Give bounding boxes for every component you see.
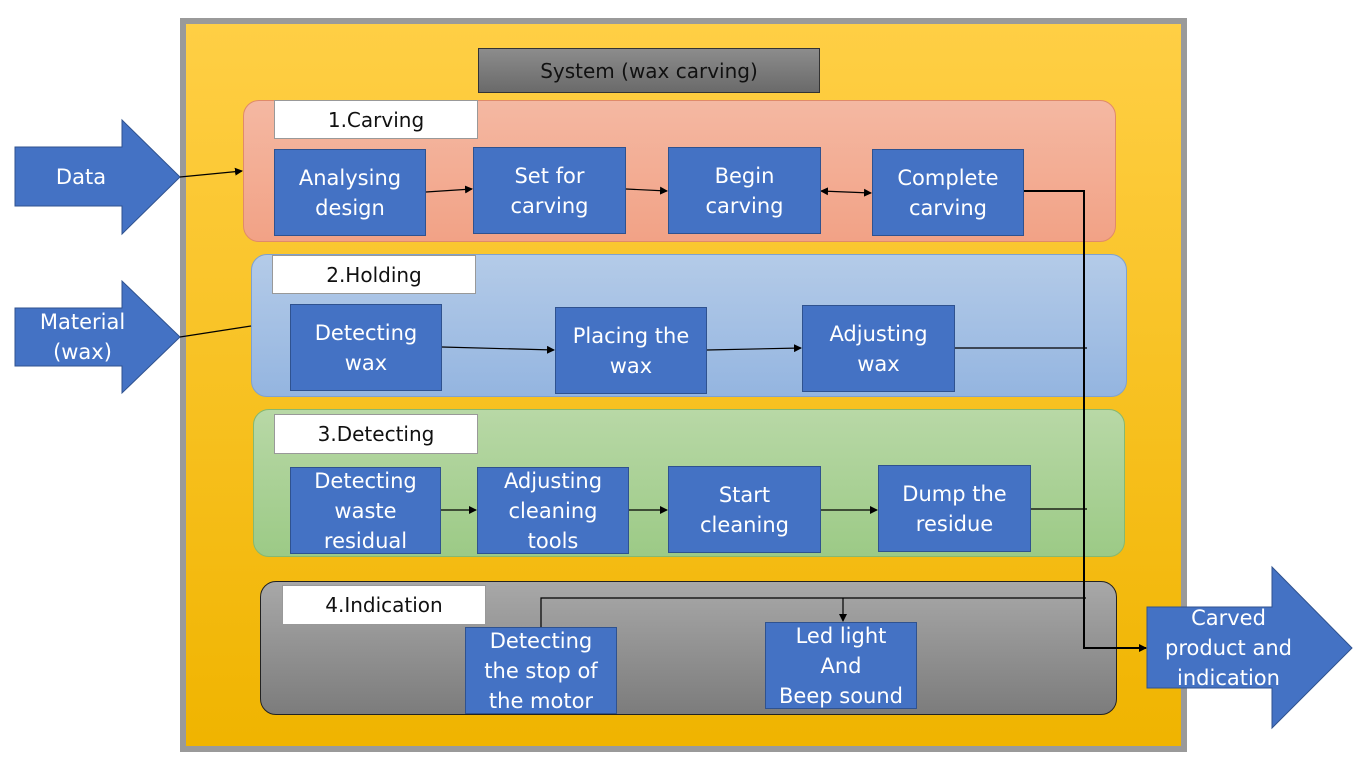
step-detecting-waste-residual: Detecting waste residual [290, 467, 441, 554]
step-adjusting-cleaning-tools: Adjusting cleaning tools [477, 467, 629, 554]
carving-label: 1.Carving [274, 100, 478, 139]
step-begin-carving: Begin carving [668, 147, 821, 234]
detecting-label: 3.Detecting [274, 414, 478, 454]
material-input-arrow [14, 279, 181, 395]
holding-label: 2.Holding [272, 255, 476, 294]
step-set-for-carving: Set for carving [473, 147, 626, 234]
indication-label: 4.Indication [282, 585, 486, 625]
material-input-label: Material (wax) [39, 310, 126, 364]
output-arrow [1146, 565, 1353, 730]
step-start-cleaning: Start cleaning [668, 466, 821, 553]
step-detecting-wax: Detecting wax [290, 304, 442, 391]
step-detecting-motor-stop: Detecting the stop of the motor [465, 627, 617, 714]
step-complete-carving: Complete carving [872, 149, 1024, 236]
step-dump-residue: Dump the residue [878, 465, 1031, 552]
step-led-beep: Led light And Beep sound [765, 622, 917, 709]
step-analysing-design: Analysing design [274, 149, 426, 236]
step-placing-wax: Placing the wax [555, 307, 707, 394]
data-input-arrow [14, 118, 181, 236]
system-title: System (wax carving) [478, 48, 820, 93]
data-input-label: Data [55, 164, 107, 189]
step-adjusting-wax: Adjusting wax [802, 305, 955, 392]
output-label: Carved product and indication [1165, 605, 1292, 690]
